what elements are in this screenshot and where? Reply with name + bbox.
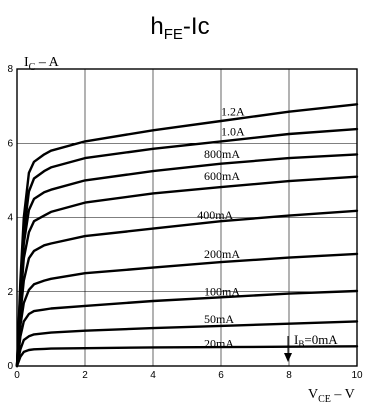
y-tick-4: 4 bbox=[7, 213, 13, 224]
ib-zero-annotation: IB=0mA bbox=[294, 332, 338, 349]
x-tick-4: 4 bbox=[150, 370, 156, 381]
curve-label-400ma: 400mA bbox=[197, 208, 233, 222]
y-axis-label: IC – A bbox=[24, 55, 60, 73]
curve-group bbox=[15, 103, 359, 368]
curve-label-800ma: 800mA bbox=[204, 147, 240, 161]
y-tick-6: 6 bbox=[7, 138, 13, 149]
x-tick-8: 8 bbox=[286, 370, 292, 381]
curve-label-group: 1.2A 1.0A 800mA 600mA 400mA 200mA 100mA 50mA 20m… bbox=[197, 104, 245, 350]
curve-ib-20ma bbox=[15, 345, 359, 368]
curve-ib-100ma bbox=[15, 289, 359, 368]
y-tick-2: 2 bbox=[7, 287, 13, 298]
curve-label-1-2a: 1.2A bbox=[221, 104, 245, 118]
x-axis-label: VCE – V bbox=[308, 387, 355, 405]
curve-label-600ma: 600mA bbox=[204, 169, 240, 183]
x-tick-0: 0 bbox=[14, 370, 20, 381]
curve-label-1-0a: 1.0A bbox=[221, 125, 245, 139]
x-tick-labels: 0 2 4 6 8 10 bbox=[14, 370, 363, 381]
curve-ib-400ma bbox=[15, 209, 359, 368]
ib-zero-arrow-head bbox=[284, 353, 292, 362]
curve-label-200ma: 200mA bbox=[204, 247, 240, 261]
curve-ib-1-2a bbox=[15, 103, 359, 368]
y-tick-labels: 0 2 4 6 8 bbox=[7, 64, 13, 372]
plot-frame bbox=[16, 68, 358, 367]
y-tick-8: 8 bbox=[7, 64, 13, 75]
curve-label-50ma: 50mA bbox=[204, 312, 234, 326]
y-tick-0: 0 bbox=[7, 361, 13, 372]
curve-label-100ma: 100mA bbox=[204, 284, 240, 298]
x-tick-10: 10 bbox=[351, 370, 363, 381]
x-tick-6: 6 bbox=[218, 370, 224, 381]
curve-ib-200ma bbox=[15, 252, 359, 368]
curve-label-20ma: 20mA bbox=[204, 336, 234, 350]
x-tick-2: 2 bbox=[82, 370, 88, 381]
grid-lines bbox=[17, 69, 357, 366]
chart-title: hFE-Ic bbox=[150, 13, 209, 43]
curve-ib-50ma bbox=[15, 320, 359, 368]
